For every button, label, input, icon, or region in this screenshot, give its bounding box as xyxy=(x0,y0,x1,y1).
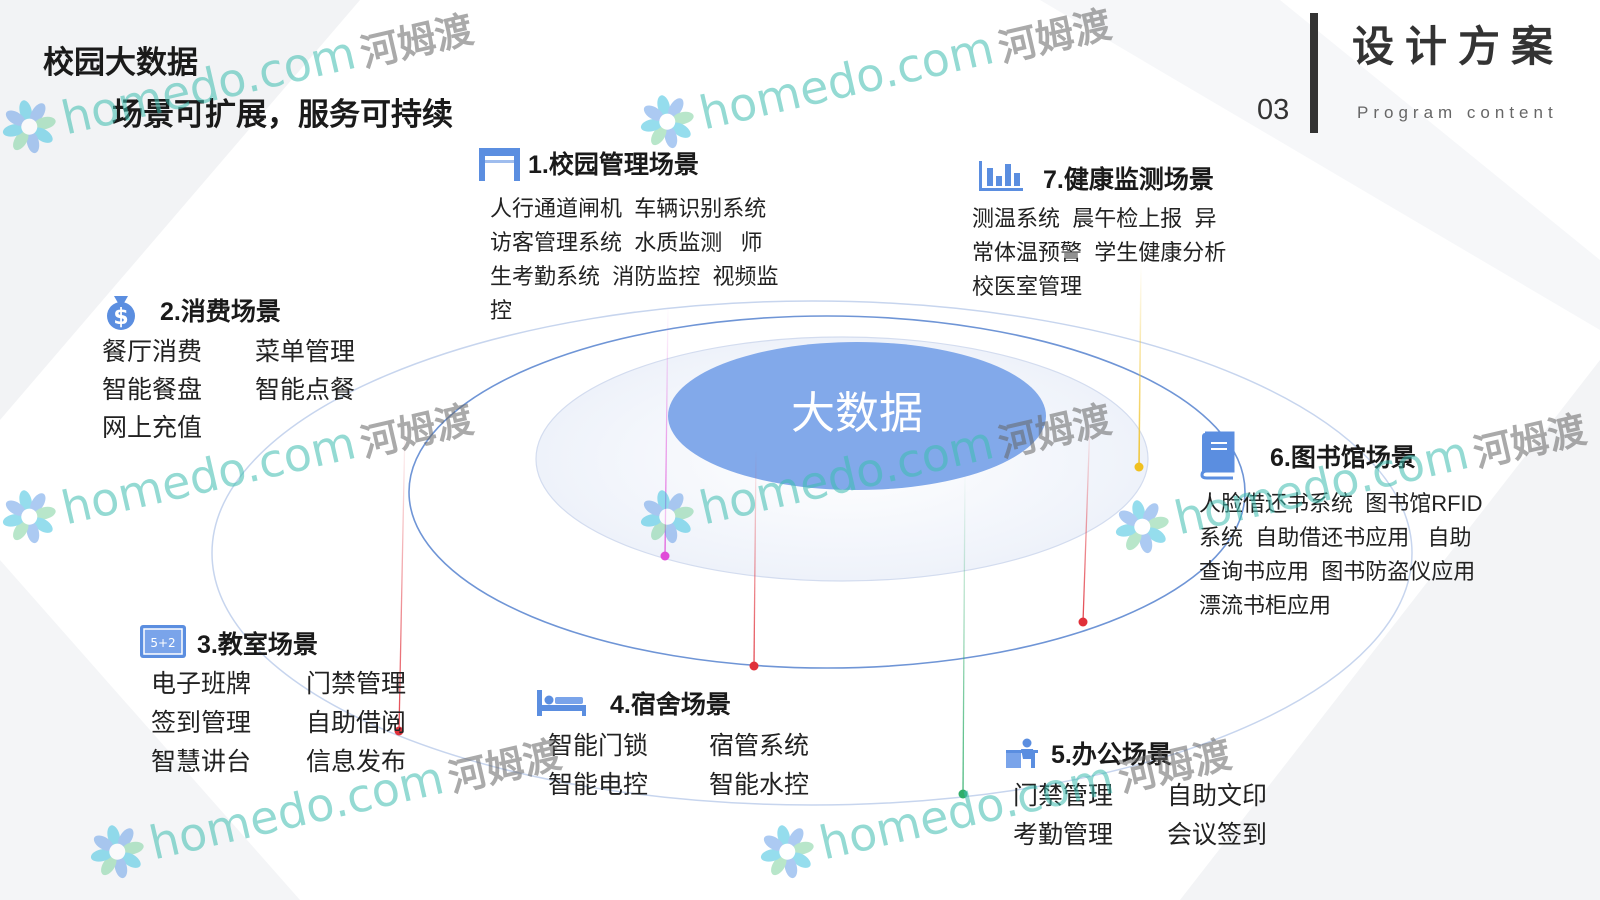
connector-dot xyxy=(1134,462,1144,472)
scene-item: 会议签到 xyxy=(1167,821,1268,849)
scene-item: 考勤管理 xyxy=(1013,821,1114,849)
scene-item: 门禁管理 xyxy=(1013,782,1114,810)
connector-line xyxy=(1082,419,1091,623)
scene-item: 签到管理 xyxy=(151,709,252,737)
outer-ring xyxy=(211,300,1413,806)
slide-title: 校园大数据 xyxy=(43,45,198,80)
scene-title-campus-management: 1.校园管理场景 xyxy=(528,151,699,179)
connector-line xyxy=(1138,264,1142,468)
scene-title-health-monitoring: 7.健康监测场景 xyxy=(1043,166,1214,194)
scene-item: 电子班牌 xyxy=(151,670,252,698)
slide-subtitle: 场景可扩展，服务可持续 xyxy=(112,97,453,132)
header-title: 设计方案 xyxy=(1352,23,1565,70)
scene-item-line: 控 xyxy=(490,298,513,323)
scene-title-classroom: 3.教室场景 xyxy=(197,631,318,659)
connector-dot xyxy=(958,789,968,799)
scene-item: 网上充值 xyxy=(102,414,203,442)
scene-item: 信息发布 xyxy=(306,748,407,776)
scene-item-line: 常体温预警 学生健康分析 xyxy=(972,240,1227,265)
bg-shape xyxy=(0,0,360,420)
page-number: 03 xyxy=(1257,94,1290,126)
scene-title-library: 6.图书馆场景 xyxy=(1270,444,1416,472)
connector-dot xyxy=(394,726,404,736)
scene-item-line: 生考勤系统 消防监控 视频监 xyxy=(490,264,779,289)
money-bag-icon: $ xyxy=(107,296,135,330)
scene-item-line: 人行通道闸机 车辆识别系统 xyxy=(490,196,767,221)
connector-dot xyxy=(660,551,670,561)
scene-item-line: 系统 自助借还书应用 自助 xyxy=(1199,525,1472,550)
bg-shape xyxy=(1180,360,1600,900)
scene-item: 自助借阅 xyxy=(306,709,407,737)
bar-chart-icon xyxy=(979,161,1023,191)
header-divider-bar xyxy=(1310,13,1318,133)
scene-item-line: 漂流书柜应用 xyxy=(1199,593,1332,618)
bg-shape xyxy=(1040,0,1600,330)
scene-item: 自助文印 xyxy=(1167,782,1268,810)
scene-title-dormitory: 4.宿舍场景 xyxy=(610,691,731,719)
center-label: 大数据 xyxy=(791,389,923,438)
header-subtitle: Program content xyxy=(1357,103,1558,122)
scene-items-health-monitoring: 测温系统 晨午检上报 异 常体温预警 学生健康分析 校医室管理 xyxy=(972,202,1226,304)
scene-item-line: 查询书应用 图书防盗仪应用 xyxy=(1199,559,1476,584)
scene-item: 智能餐盘 xyxy=(102,376,203,404)
bg-shape xyxy=(0,560,300,900)
scene-title-consumption: 2.消费场景 xyxy=(160,298,281,326)
scene-item: 智能门锁 xyxy=(548,732,649,760)
connector-line xyxy=(398,424,406,732)
scene-items-library: 人脸借还书系统 图书馆RFID 系统 自助借还书应用 自助 查询书应用 图书防盗… xyxy=(1199,487,1483,623)
scene-item: 智能电控 xyxy=(548,771,649,799)
blackboard-icon: 5+2 xyxy=(140,625,186,658)
office-desk-icon xyxy=(1006,738,1038,768)
scene-item-line: 访客管理系统 水质监测 师 xyxy=(490,230,763,255)
scene-item-line: 测温系统 晨午检上报 异 xyxy=(972,206,1217,231)
book-icon xyxy=(1200,431,1235,480)
bed-icon xyxy=(537,690,586,716)
scene-items-campus-management: 人行通道闸机 车辆识别系统 访客管理系统 水质监测 师 生考勤系统 消防监控 视… xyxy=(490,192,778,328)
scene-item-line: 人脸借还书系统 图书馆RFID xyxy=(1199,491,1483,516)
connector-line xyxy=(962,469,966,795)
scene-item: 宿管系统 xyxy=(709,732,810,760)
connector-line xyxy=(753,449,757,667)
scene-title-office: 5.办公场景 xyxy=(1051,741,1172,769)
scene-item: 智能水控 xyxy=(709,771,810,799)
connector-dot xyxy=(1078,617,1088,627)
scene-item: 餐厅消费 xyxy=(102,338,203,366)
scene-item: 智能点餐 xyxy=(255,376,356,404)
svg-text:5+2: 5+2 xyxy=(150,636,175,650)
connector-dot xyxy=(749,661,759,671)
core-ellipse xyxy=(668,342,1046,490)
scene-item: 菜单管理 xyxy=(255,338,356,366)
middle-ring xyxy=(408,315,1246,669)
scene-item: 智慧讲台 xyxy=(151,748,252,776)
gate-icon xyxy=(479,148,520,181)
scene-item: 门禁管理 xyxy=(306,670,407,698)
svg-text:$: $ xyxy=(113,305,128,330)
scene-item-line: 校医室管理 xyxy=(972,274,1083,299)
